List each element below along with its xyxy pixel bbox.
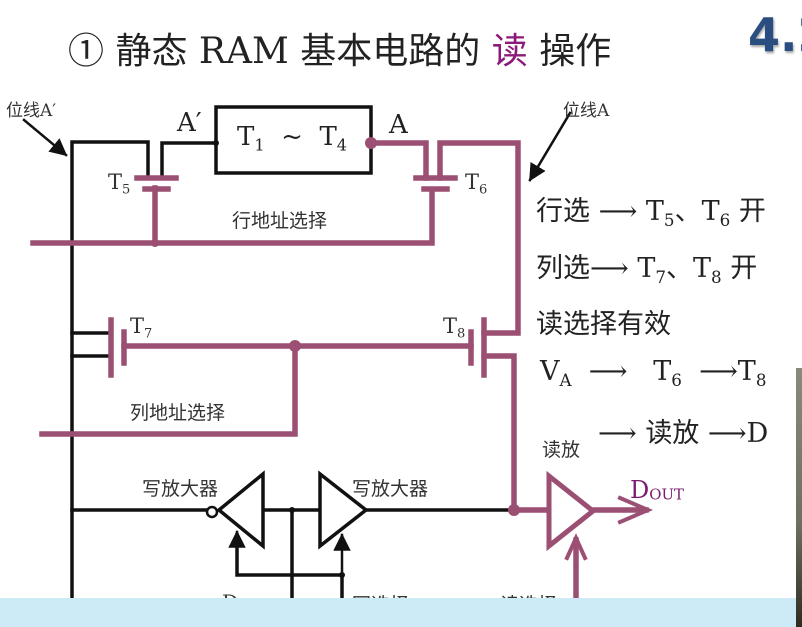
title-text: ① 静态 RAM 基本电路的	[68, 31, 492, 72]
t8-to-read-amp-wire	[481, 353, 551, 513]
dout-arrowhead	[617, 495, 654, 525]
arrow-right-icon: ⟶	[707, 418, 747, 449]
row-address-select-label: 行地址选择	[232, 210, 328, 232]
bitline-a-wire	[437, 140, 521, 336]
node-a-label: A	[389, 110, 408, 140]
note-read-select-valid: 读选择有效	[536, 309, 671, 340]
row-address-line	[30, 187, 435, 246]
t6-label: T6	[465, 170, 488, 198]
inversion-bubble	[205, 505, 219, 519]
column-address-line	[39, 343, 298, 437]
bitline-a-pointer	[528, 111, 572, 182]
cell-box-label: T1 ~ T4	[237, 122, 348, 155]
read-amplifier	[546, 470, 598, 552]
bitline-a-prime-wire	[70, 140, 150, 627]
arrow-right-icon: ⟶	[588, 356, 628, 387]
arrow-right-icon: ⟶	[699, 356, 738, 387]
node-a-wire	[368, 140, 429, 181]
read-junction-dot	[508, 504, 520, 516]
t7-label: T7	[130, 314, 153, 342]
bitline-a-prime-label: 位线A′	[6, 101, 57, 121]
slide-title: ① 静态 RAM 基本电路的 读 操作	[68, 22, 611, 74]
bitline-a-prime-pointer	[22, 118, 68, 157]
title-highlight-read: 读	[491, 31, 528, 72]
node-a-prime-label: A′	[177, 108, 202, 138]
note-va-path: VA ⟶ T6 ⟶T8	[540, 356, 767, 390]
row-junction-dot	[151, 239, 159, 247]
note-column-select: 列选⟶ T7、T8 开	[536, 253, 758, 287]
bottom-overlay-band	[0, 598, 802, 627]
column-address-select-label: 列地址选择	[130, 402, 226, 424]
write-amp-right-label: 写放大器	[352, 478, 429, 500]
node-a-prime-wire	[160, 141, 218, 180]
write-amplifier-left	[216, 470, 265, 550]
node-a-dot	[365, 137, 377, 149]
read-select-arrowhead	[564, 533, 588, 561]
bitline-a-label: 位线A	[563, 101, 610, 121]
column-junction-dot	[289, 340, 301, 352]
arrow-right-icon: ⟶	[598, 418, 637, 449]
title-text-suffix: 操作	[527, 31, 612, 72]
right-edge-panel	[796, 368, 802, 627]
write-amplifier-right	[318, 470, 369, 550]
section-number: 4.2	[748, 8, 802, 62]
node-a-prime-dot	[213, 140, 219, 146]
arrow-right-icon: ⟶	[598, 196, 638, 227]
junction-dot	[289, 507, 295, 513]
t5-label: T5	[108, 170, 131, 198]
arrow-right-icon: ⟶	[590, 253, 629, 284]
write-amp-left-label: 写放大器	[142, 478, 219, 500]
t8-label: T8	[443, 314, 466, 342]
cell-box-t1-t4	[214, 105, 373, 175]
note-read-amp-path: ⟶ 读放 ⟶D	[598, 418, 769, 449]
dout-label: DOUT	[630, 476, 684, 504]
read-amp-label: 读放	[542, 439, 581, 461]
note-row-select: 行选 ⟶ T5、T6 开	[536, 196, 766, 230]
